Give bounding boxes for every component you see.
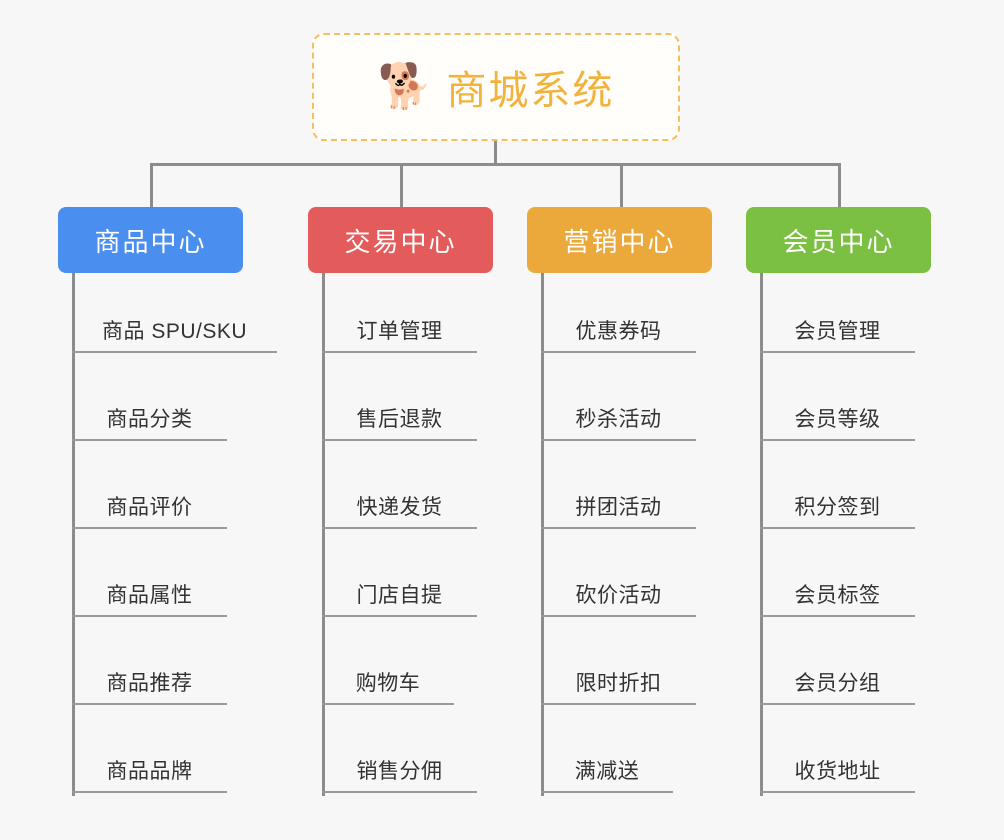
leaf-item-product-0[interactable]: 商品 SPU/SKU (72, 265, 277, 353)
leaf-label: 秒杀活动 (575, 408, 662, 431)
leaf-label: 商品 SPU/SKU (101, 320, 248, 343)
leaf-item-marketing-1[interactable]: 秒杀活动 (541, 353, 696, 441)
category-box-member-center[interactable]: 会员中心 (746, 207, 931, 273)
leaf-item-member-5[interactable]: 收货地址 (760, 705, 915, 793)
leaf-label: 商品分类 (106, 408, 193, 431)
leaf-label: 商品属性 (106, 584, 193, 607)
connector-root-stem (494, 141, 497, 165)
connector-drop-member-center (838, 163, 841, 208)
trunk-line-product-center (72, 273, 75, 796)
leaf-item-member-2[interactable]: 积分签到 (760, 441, 915, 529)
leaf-item-marketing-3[interactable]: 砍价活动 (541, 529, 696, 617)
connector-drop-trade-center (400, 163, 403, 208)
leaf-item-trade-0[interactable]: 订单管理 (322, 265, 477, 353)
category-box-trade-center[interactable]: 交易中心 (308, 207, 493, 273)
leaf-item-member-0[interactable]: 会员管理 (760, 265, 915, 353)
trunk-line-marketing-center (541, 273, 544, 796)
connector-horizontal-bus (150, 163, 840, 166)
root-node-shop-system[interactable]: 🐕 商城系统 (312, 33, 680, 141)
leaf-label: 售后退款 (356, 408, 443, 431)
leaf-item-trade-5[interactable]: 销售分佣 (322, 705, 477, 793)
leaf-label: 商品品牌 (106, 760, 193, 783)
category-label-trade-center: 交易中心 (344, 226, 457, 257)
leaf-label: 收货地址 (794, 760, 881, 783)
leaf-item-marketing-4[interactable]: 限时折扣 (541, 617, 696, 705)
leaf-label: 商品推荐 (106, 672, 193, 695)
leaf-item-marketing-5[interactable]: 满减送 (541, 705, 673, 793)
leaf-label: 优惠券码 (575, 320, 662, 343)
root-title: 商城系统 (446, 69, 615, 113)
leaf-label: 积分签到 (794, 496, 881, 519)
category-box-product-center[interactable]: 商品中心 (58, 207, 243, 273)
connector-drop-product-center (150, 163, 153, 208)
category-box-marketing-center[interactable]: 营销中心 (527, 207, 712, 273)
connector-drop-marketing-center (620, 163, 623, 208)
leaf-label: 销售分佣 (356, 760, 443, 783)
leaf-label: 商品评价 (106, 496, 193, 519)
leaf-item-marketing-2[interactable]: 拼团活动 (541, 441, 696, 529)
leaf-label: 会员分组 (794, 672, 881, 695)
leaf-item-member-4[interactable]: 会员分组 (760, 617, 915, 705)
leaf-label: 会员管理 (794, 320, 881, 343)
leaf-item-product-3[interactable]: 商品属性 (72, 529, 227, 617)
leaf-label: 满减送 (574, 760, 640, 783)
leaf-item-product-1[interactable]: 商品分类 (72, 353, 227, 441)
category-label-product-center: 商品中心 (94, 226, 207, 257)
leaf-item-trade-1[interactable]: 售后退款 (322, 353, 477, 441)
leaf-item-trade-4[interactable]: 购物车 (322, 617, 454, 705)
leaf-item-trade-3[interactable]: 门店自提 (322, 529, 477, 617)
leaf-label: 购物车 (355, 672, 421, 695)
leaf-label: 门店自提 (356, 584, 443, 607)
leaf-label: 砍价活动 (575, 584, 662, 607)
category-label-marketing-center: 营销中心 (563, 226, 676, 257)
shiba-dog-icon: 🐕 (377, 62, 433, 111)
leaf-item-member-3[interactable]: 会员标签 (760, 529, 915, 617)
leaf-item-product-5[interactable]: 商品品牌 (72, 705, 227, 793)
leaf-item-product-2[interactable]: 商品评价 (72, 441, 227, 529)
leaf-item-product-4[interactable]: 商品推荐 (72, 617, 227, 705)
leaf-label: 会员等级 (794, 408, 881, 431)
leaf-item-member-1[interactable]: 会员等级 (760, 353, 915, 441)
leaf-item-trade-2[interactable]: 快递发货 (322, 441, 477, 529)
leaf-label: 限时折扣 (575, 672, 662, 695)
category-label-member-center: 会员中心 (782, 226, 895, 257)
leaf-label: 快递发货 (356, 496, 443, 519)
leaf-label: 拼团活动 (575, 496, 662, 519)
leaf-item-marketing-0[interactable]: 优惠券码 (541, 265, 696, 353)
trunk-line-trade-center (322, 273, 325, 796)
trunk-line-member-center (760, 273, 763, 796)
leaf-label: 订单管理 (356, 320, 443, 343)
leaf-label: 会员标签 (794, 584, 881, 607)
